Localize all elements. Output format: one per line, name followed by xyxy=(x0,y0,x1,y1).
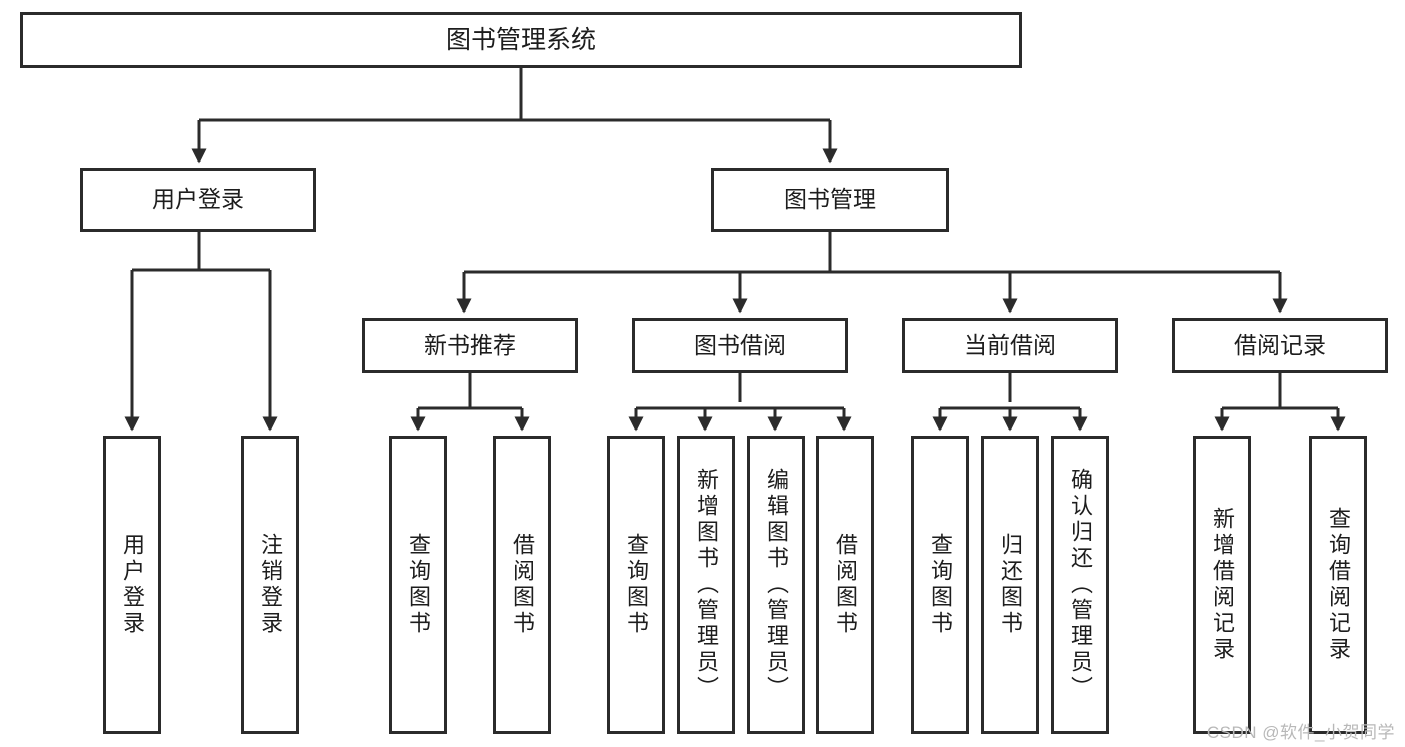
leaf-edit-book[interactable]: 编辑图书（管理员） xyxy=(747,436,805,734)
leaf-add-record[interactable]: 新增借阅记录 xyxy=(1193,436,1251,734)
leaf-logout-login-label: 注销登录 xyxy=(258,533,283,637)
node-book-management[interactable]: 图书管理 xyxy=(711,168,949,232)
leaf-query-book-1[interactable]: 查询图书 xyxy=(389,436,447,734)
leaf-confirm-return-label: 确认归还（管理员） xyxy=(1068,468,1093,702)
leaf-query-book-3[interactable]: 查询图书 xyxy=(911,436,969,734)
node-root[interactable]: 图书管理系统 xyxy=(20,12,1022,68)
node-user-login-label: 用户登录 xyxy=(152,186,244,213)
leaf-query-record-label: 查询借阅记录 xyxy=(1326,507,1351,663)
leaf-borrow-book-1-label: 借阅图书 xyxy=(510,533,535,637)
leaf-borrow-book-1[interactable]: 借阅图书 xyxy=(493,436,551,734)
leaf-return-book[interactable]: 归还图书 xyxy=(981,436,1039,734)
leaf-borrow-book-2[interactable]: 借阅图书 xyxy=(816,436,874,734)
node-new-book-recommend-label: 新书推荐 xyxy=(424,331,516,358)
leaf-return-book-label: 归还图书 xyxy=(998,533,1023,637)
leaf-query-book-1-label: 查询图书 xyxy=(406,533,431,637)
leaf-add-book[interactable]: 新增图书（管理员） xyxy=(677,436,735,734)
leaf-add-record-label: 新增借阅记录 xyxy=(1210,507,1235,663)
node-user-login[interactable]: 用户登录 xyxy=(80,168,316,232)
watermark-text: CSDN @软件_小贺同学 xyxy=(1206,723,1395,742)
leaf-add-book-label: 新增图书（管理员） xyxy=(694,468,719,702)
leaf-query-record[interactable]: 查询借阅记录 xyxy=(1309,436,1367,734)
node-book-borrow-label: 图书借阅 xyxy=(694,331,786,358)
node-book-management-label: 图书管理 xyxy=(784,186,876,213)
node-book-borrow[interactable]: 图书借阅 xyxy=(632,318,848,373)
node-borrow-record[interactable]: 借阅记录 xyxy=(1172,318,1388,373)
node-new-book-recommend[interactable]: 新书推荐 xyxy=(362,318,578,373)
leaf-borrow-book-2-label: 借阅图书 xyxy=(833,533,858,637)
leaf-user-login-label: 用户登录 xyxy=(120,533,145,637)
node-root-label: 图书管理系统 xyxy=(445,26,596,54)
leaf-confirm-return[interactable]: 确认归还（管理员） xyxy=(1051,436,1109,734)
node-current-borrow[interactable]: 当前借阅 xyxy=(902,318,1118,373)
node-borrow-record-label: 借阅记录 xyxy=(1234,331,1326,358)
leaf-edit-book-label: 编辑图书（管理员） xyxy=(764,468,789,702)
leaf-query-book-3-label: 查询图书 xyxy=(928,533,953,637)
node-current-borrow-label: 当前借阅 xyxy=(964,331,1056,358)
leaf-logout-login[interactable]: 注销登录 xyxy=(241,436,299,734)
leaf-query-book-2[interactable]: 查询图书 xyxy=(607,436,665,734)
leaf-query-book-2-label: 查询图书 xyxy=(624,533,649,637)
leaf-user-login[interactable]: 用户登录 xyxy=(103,436,161,734)
